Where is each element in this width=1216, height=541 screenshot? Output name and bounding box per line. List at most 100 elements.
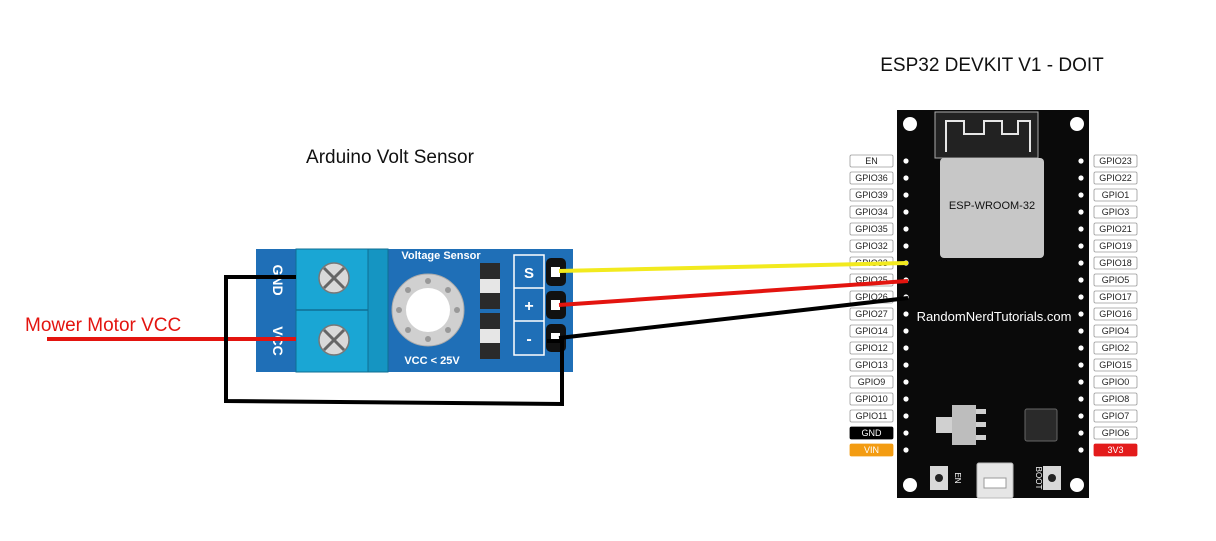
pin-label-box bbox=[1093, 392, 1138, 406]
pin-hole bbox=[1078, 192, 1084, 198]
pin-label-box bbox=[849, 154, 894, 168]
pin-gpio21: GPIO21 bbox=[1078, 222, 1138, 236]
module-label: ESP-WROOM-32 bbox=[949, 200, 1035, 212]
pin-label: GPIO27 bbox=[855, 309, 888, 319]
pin-label-box bbox=[849, 188, 894, 202]
pin-gpio34: GPIO34 bbox=[849, 205, 909, 219]
pin-label: GPIO16 bbox=[1099, 309, 1132, 319]
pin-label-box bbox=[1093, 222, 1138, 236]
pin-gpio4: GPIO4 bbox=[1078, 324, 1138, 338]
pin-gpio6: GPIO6 bbox=[1078, 426, 1138, 440]
pin-label: GPIO6 bbox=[1102, 428, 1130, 438]
pin-label: GPIO22 bbox=[1099, 173, 1132, 183]
pin-hole bbox=[903, 192, 909, 198]
pin-gnd: GND bbox=[849, 426, 909, 440]
pin-gpio2: GPIO2 bbox=[1078, 341, 1138, 355]
screw-terminal-vcc bbox=[318, 324, 350, 356]
pin-label: GPIO12 bbox=[855, 343, 888, 353]
pin-hole bbox=[1078, 396, 1084, 402]
pin-gpio12: GPIO12 bbox=[849, 341, 909, 355]
pin-label-box bbox=[1093, 375, 1138, 389]
pin-hole bbox=[1078, 175, 1084, 181]
pin-label: GPIO1 bbox=[1102, 190, 1130, 200]
pin-en: EN bbox=[849, 154, 909, 168]
board-hole bbox=[903, 478, 917, 492]
pin-gpio10: GPIO10 bbox=[849, 392, 909, 406]
pin-label-box bbox=[1093, 443, 1138, 457]
pin-label: GPIO9 bbox=[858, 377, 886, 387]
resistor-2 bbox=[480, 313, 500, 359]
pin-label-box bbox=[849, 341, 894, 355]
sensor-rating: VCC < 25V bbox=[404, 355, 460, 367]
pin-hole bbox=[903, 158, 909, 164]
resistor-1 bbox=[480, 263, 500, 309]
pin-label: GPIO36 bbox=[855, 173, 888, 183]
pin-hole bbox=[903, 362, 909, 368]
pin-label-box bbox=[849, 426, 894, 440]
board-hole bbox=[903, 117, 917, 131]
pin-gpio3: GPIO3 bbox=[1078, 205, 1138, 219]
pin-label-box bbox=[1093, 273, 1138, 287]
pin-label-box bbox=[849, 392, 894, 406]
pin-hole bbox=[903, 243, 909, 249]
voltage-regulator bbox=[936, 405, 986, 445]
pin-hole bbox=[903, 175, 909, 181]
pin-gpio9: GPIO9 bbox=[849, 375, 909, 389]
pin-hole bbox=[903, 226, 909, 232]
pin-gpio23: GPIO23 bbox=[1078, 154, 1138, 168]
pin-hole bbox=[903, 209, 909, 215]
pin-label: GPIO3 bbox=[1102, 207, 1130, 217]
pin-label: GPIO15 bbox=[1099, 360, 1132, 370]
pin-label-box bbox=[849, 358, 894, 372]
pin-hole bbox=[1078, 413, 1084, 419]
pin-label: GPIO10 bbox=[855, 394, 888, 404]
pin-label-box bbox=[849, 443, 894, 457]
board-hole bbox=[1070, 117, 1084, 131]
pin-gpio5: GPIO5 bbox=[1078, 273, 1138, 287]
pin-label: GND bbox=[862, 428, 883, 438]
pin-label-box bbox=[1093, 426, 1138, 440]
sensor-name: Voltage Sensor bbox=[401, 250, 481, 262]
pin-label: GPIO23 bbox=[1099, 156, 1132, 166]
pin-minus-label: - bbox=[526, 331, 531, 348]
pin-gpio39: GPIO39 bbox=[849, 188, 909, 202]
pin-label-box bbox=[849, 409, 894, 423]
pin-gpio32: GPIO32 bbox=[849, 239, 909, 253]
pin-label-box bbox=[1093, 154, 1138, 168]
en-button-label: EN bbox=[953, 472, 962, 483]
pin-label: GPIO0 bbox=[1102, 377, 1130, 387]
pin-label-box bbox=[849, 205, 894, 219]
pin-hole bbox=[1078, 260, 1084, 266]
pin-gpio22: GPIO22 bbox=[1078, 171, 1138, 185]
pin-hole bbox=[1078, 277, 1084, 283]
micro-usb-port[interactable] bbox=[976, 462, 1014, 499]
pin-hole bbox=[903, 447, 909, 453]
pin-hole bbox=[1078, 362, 1084, 368]
pin-label-box bbox=[1093, 290, 1138, 304]
pin-gpio17: GPIO17 bbox=[1078, 290, 1138, 304]
antenna bbox=[934, 111, 1039, 159]
pin-label-box bbox=[1093, 324, 1138, 338]
pin-gpio36: GPIO36 bbox=[849, 171, 909, 185]
right-pin-row: GPIO23GPIO22GPIO1GPIO3GPIO21GPIO19GPIO18… bbox=[1078, 154, 1138, 457]
pin-hole bbox=[1078, 158, 1084, 164]
esp32-board: ESP-WROOM-32 RandomNerdTutorials.com EN … bbox=[897, 110, 1089, 499]
pin-label-box bbox=[1093, 239, 1138, 253]
voltage-sensor-module: GND VCC Voltage Sensor VCC < 25V bbox=[256, 248, 573, 373]
pin-label: GPIO14 bbox=[855, 326, 888, 336]
pin-label: GPIO5 bbox=[1102, 275, 1130, 285]
mower-label: Mower Motor VCC bbox=[25, 315, 181, 336]
pin-gpio27: GPIO27 bbox=[849, 307, 909, 321]
pin-gpio15: GPIO15 bbox=[1078, 358, 1138, 372]
pin-hole bbox=[903, 396, 909, 402]
pin-gpio13: GPIO13 bbox=[849, 358, 909, 372]
pin-label-box bbox=[1093, 409, 1138, 423]
pin-label: GPIO17 bbox=[1099, 292, 1132, 302]
pin-vin: VIN bbox=[849, 443, 909, 457]
pin-label-box bbox=[849, 375, 894, 389]
boot-button-label: BOOT bbox=[1034, 467, 1043, 490]
pin-gpio16: GPIO16 bbox=[1078, 307, 1138, 321]
pin-gpio14: GPIO14 bbox=[849, 324, 909, 338]
pin-label-box bbox=[849, 324, 894, 338]
wire-minus-gpio26 bbox=[558, 296, 909, 340]
